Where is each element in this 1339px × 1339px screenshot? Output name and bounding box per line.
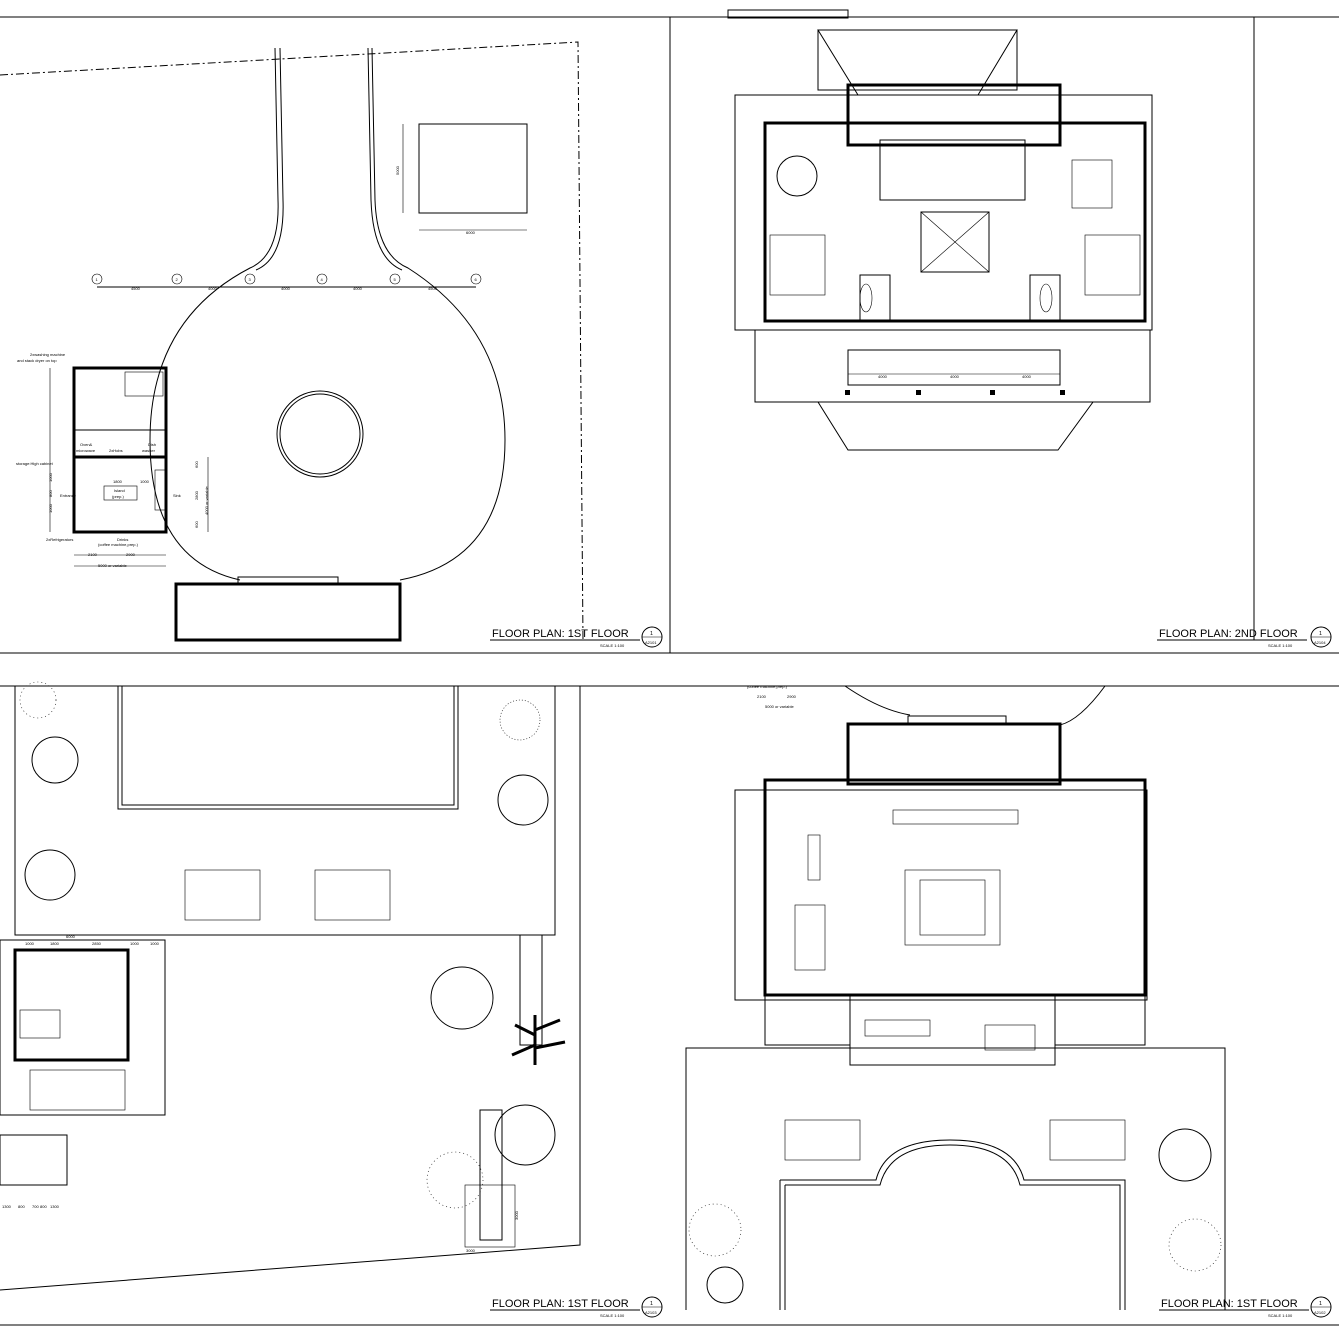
drawing-label: SCALE 1:100	[1268, 1313, 1293, 1318]
kitchen-plan: 2xwashing machine and stack dryer on top…	[16, 352, 209, 568]
drawing-label: (prep.)	[112, 494, 124, 499]
grid-axes: 1 2 3 4 5 6 4500 4000 4000 4000 4500	[91, 273, 482, 291]
drawing-label: microwave	[76, 448, 96, 453]
drawing-label: 6	[475, 277, 478, 282]
sheet-frames	[0, 16, 1339, 1326]
drawing-label: 4000	[353, 286, 363, 291]
second-floor-plan: 4000 4000 4000	[727, 9, 1153, 451]
drawing-label: 4000 or variable	[204, 486, 209, 515]
drawing-label: 2900	[787, 694, 797, 699]
drawing-label: FLOOR PLAN: 1ST FLOOR	[492, 1298, 629, 1310]
drawing-label: 5	[394, 277, 397, 282]
first-floor-plan: (coffee machine,prep.) 2100 2900 5000 or…	[685, 684, 1226, 1310]
drawing-label: A2102	[1314, 1310, 1326, 1315]
drawing-label: 1800	[113, 479, 123, 484]
drawing-label: 2100	[88, 552, 98, 557]
drawing-label: 1000	[140, 479, 150, 484]
drawing-label: 1000	[150, 941, 160, 946]
drawing-label: FLOOR PLAN: 2ND FLOOR	[1159, 628, 1298, 640]
drawing-label: 2800	[194, 490, 199, 500]
drawing-label: 2	[176, 277, 179, 282]
drawing-label: 4000	[950, 374, 960, 379]
drawing-label: washer	[142, 448, 156, 453]
drawing-label: 4000	[878, 374, 888, 379]
drawing-label: 1800	[50, 941, 60, 946]
drawing-label: 1	[1319, 1301, 1322, 1307]
drawing-label: 1300	[50, 1204, 60, 1209]
drawing-label: 700	[32, 1204, 39, 1209]
drawing-label: 4000	[1022, 374, 1032, 379]
drawing-label: SCALE 1:100	[600, 1313, 625, 1318]
drawing-label: 2850	[92, 941, 102, 946]
drawing-label: 800	[48, 490, 53, 497]
title-block-a2104: FLOOR PLAN: 2ND FLOOR SCALE 1:100 1 A210…	[1157, 626, 1332, 648]
drawing-label: 1000	[48, 472, 53, 482]
drawing-label: 3000	[514, 1210, 519, 1220]
drawing-label: 1	[96, 277, 99, 282]
drawing-label: FLOOR PLAN: 1ST FLOOR	[492, 628, 629, 640]
drawing-label: A2103	[645, 1310, 657, 1315]
drawing-label: A2101	[645, 640, 657, 645]
drawing-label: 600	[194, 461, 199, 468]
drawing-label: 1300	[2, 1204, 12, 1209]
pool-width-dim: 6000	[466, 230, 476, 235]
drawing-label: 2900	[126, 552, 136, 557]
drawing-label: FLOOR PLAN: 1ST FLOOR	[1161, 1298, 1298, 1310]
drawing-label: 3000	[466, 1248, 476, 1253]
drawing-label: 1000	[48, 503, 53, 513]
drawing-label: (coffee machine,prep.)	[747, 684, 788, 689]
title-block-a2102: FLOOR PLAN: 1ST FLOOR SCALE 1:100 1 A210…	[1159, 1296, 1332, 1318]
drawing-label: 6000	[66, 934, 76, 939]
drawing-label: Entrance	[60, 493, 77, 498]
garden-plan	[0, 681, 581, 1291]
drawing-label: 4000	[208, 286, 218, 291]
drawing-label: 1	[650, 631, 653, 637]
drawing-label: storage:High cabinet	[16, 461, 54, 466]
drawing-label: 2xRefrigerators	[46, 537, 73, 542]
drawing-label: 800	[18, 1204, 25, 1209]
drawing-label: SCALE 1:100	[1268, 643, 1293, 648]
drawing-label: A2104	[1314, 640, 1326, 645]
drawing-label: Drinks	[117, 537, 128, 542]
drawing-label: 2xwashing machine	[30, 352, 66, 357]
drawing-label: SCALE 1:100	[600, 643, 625, 648]
drawing-label: 5000 or variable	[765, 704, 794, 709]
drawing-label: 4500	[428, 286, 438, 291]
site-plan-1st-floor: 5000 6000 1 2 3 4 5 6 4500 4000 4000 400…	[0, 41, 584, 642]
drawing-label: 2xHobs	[109, 448, 123, 453]
pool-outline	[418, 123, 528, 214]
drawing-label: Dish	[148, 442, 156, 447]
drawing-label: 1000	[130, 941, 140, 946]
drawing-label: and stack dryer on top	[17, 358, 57, 363]
pool-height-dim: 5000	[395, 165, 400, 175]
drawing-label: 1	[650, 1301, 653, 1307]
drawing-label: 3	[249, 277, 252, 282]
drawing-label: (coffee machine,prep.)	[98, 542, 139, 547]
drawing-label: 800	[40, 1204, 47, 1209]
drawing-label: 4000	[281, 286, 291, 291]
drawing-label: 5000 or variable	[98, 563, 127, 568]
title-block-a2101: FLOOR PLAN: 1ST FLOOR SCALE 1:100 1 A210…	[490, 626, 663, 648]
drawing-label: Sink	[173, 493, 181, 498]
gym-dimensions: 1000 1800 2850 1000 6000 1000 3000 3000 …	[2, 934, 519, 1253]
title-block-a2103: FLOOR PLAN: 1ST FLOOR SCALE 1:100 1 A210…	[490, 1296, 663, 1318]
drawing-label: 4500	[131, 286, 141, 291]
drawing-label: 1	[1319, 631, 1322, 637]
drawing-label: Oven&	[80, 442, 93, 447]
drawing-label: 1000	[25, 941, 35, 946]
drawing-label: 4	[321, 277, 324, 282]
drawing-label: 2100	[757, 694, 767, 699]
drawing-label: Island	[114, 488, 125, 493]
drawing-label: 600	[194, 521, 199, 528]
